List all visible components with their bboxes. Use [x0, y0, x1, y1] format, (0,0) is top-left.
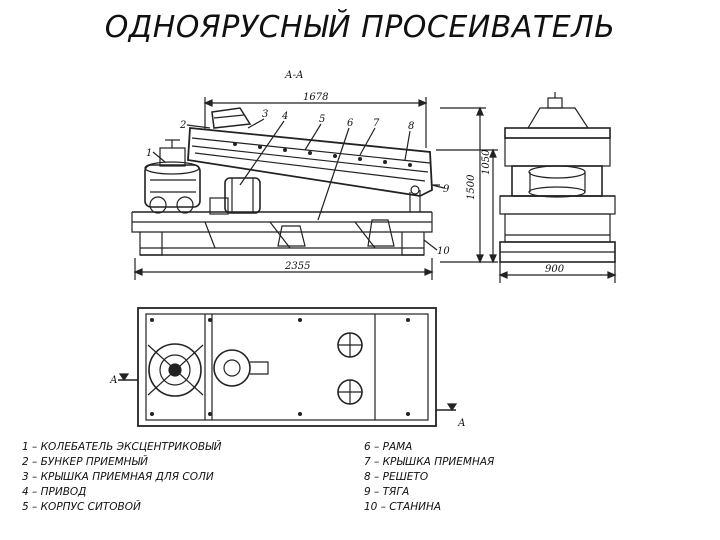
- callout-7: 7: [373, 118, 380, 129]
- section-mark-right: А: [457, 418, 466, 429]
- dimension-height-body: 1050: [481, 149, 492, 175]
- legend-left: 1 – КОЛЕБАТЕЛЬ ЭКСЦЕНТРИКОВЫЙ 2 – БУНКЕР…: [22, 440, 222, 515]
- legend-item: 6 – РАМА: [364, 441, 413, 453]
- callout-4: 4: [281, 111, 288, 122]
- callout-10: 10: [437, 246, 450, 257]
- legend-item: 5 – КОРПУС СИТОВОЙ: [22, 501, 141, 513]
- legend-item: 4 – ПРИВОД: [22, 486, 87, 498]
- dimension-side-width: 900: [545, 264, 565, 275]
- legend-item: 2 – БУНКЕР ПРИЕМНЫЙ: [22, 456, 148, 468]
- legend-item: 10 – СТАНИНА: [364, 501, 442, 513]
- legend-item: 1 – КОЛЕБАТЕЛЬ ЭКСЦЕНТРИКОВЫЙ: [22, 441, 222, 453]
- dimension-top-length: 1678: [303, 92, 328, 103]
- legend-item: 8 – РЕШЕТО: [364, 471, 429, 483]
- plan-view: [118, 307, 458, 427]
- legend-right: 6 – РАМА 7 – КРЫШКА ПРИЕМНАЯ 8 – РЕШЕТО …: [364, 440, 494, 515]
- callout-5: 5: [319, 114, 325, 125]
- section-mark-left: А: [109, 375, 118, 386]
- callout-8: 8: [408, 121, 414, 132]
- callout-6: 6: [347, 118, 354, 129]
- section-label: А-А: [284, 70, 304, 81]
- legend-item: 7 – КРЫШКА ПРИЕМНАЯ: [364, 456, 495, 468]
- legend-item: 9 – ТЯГА: [364, 486, 410, 498]
- side-elevation-view: [131, 97, 498, 280]
- dimension-height-total: 1500: [466, 174, 477, 200]
- callout-9: 9: [443, 184, 450, 195]
- callout-1: 1: [146, 148, 152, 159]
- callout-3: 3: [262, 109, 268, 120]
- callout-2: 2: [179, 120, 186, 131]
- legend-item: 3 – КРЫШКА ПРИЕМНАЯ ДЛЯ СОЛИ: [22, 471, 214, 483]
- end-view: [498, 92, 617, 283]
- dimension-total-length: 2355: [284, 261, 310, 272]
- page-title: ОДНОЯРУСНЫЙ ПРОСЕИВАТЕЛЬ: [104, 10, 616, 45]
